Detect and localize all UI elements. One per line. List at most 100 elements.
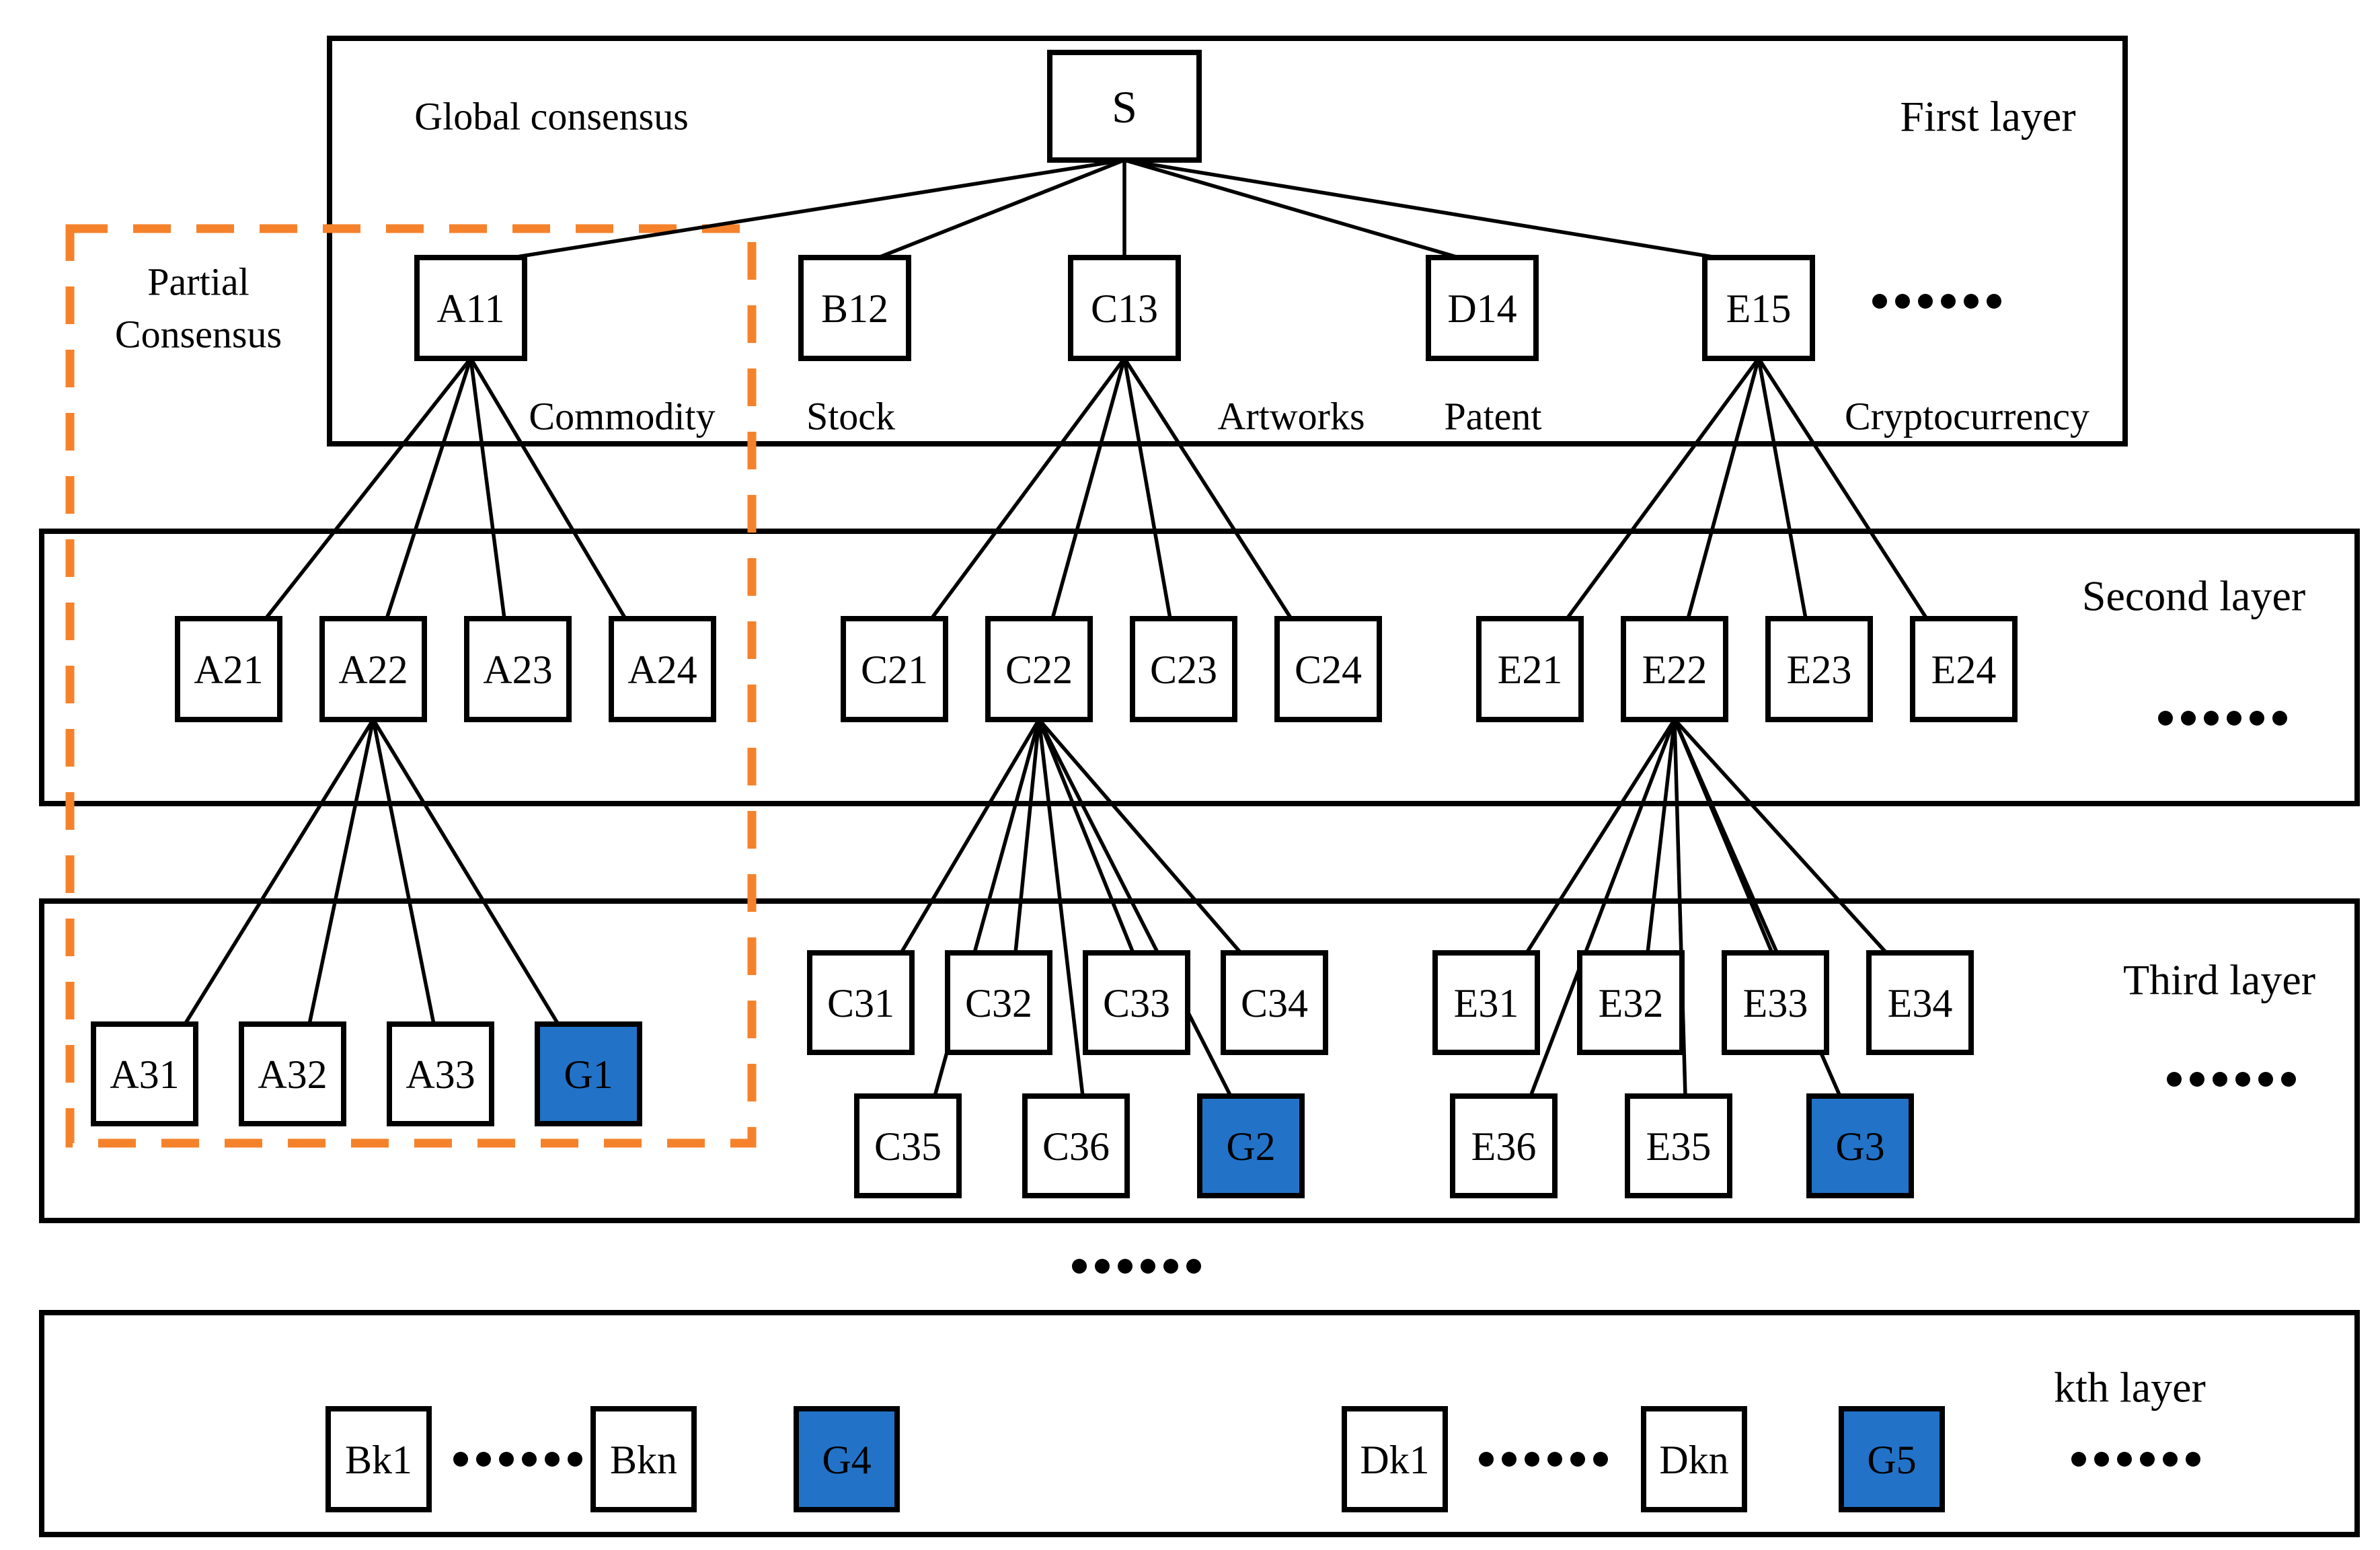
ellipsis-dot bbox=[2258, 1072, 2273, 1087]
node-E34: E34 bbox=[1866, 950, 1974, 1055]
ellipsis-dot bbox=[1570, 1452, 1585, 1467]
node-A33: A33 bbox=[387, 1021, 494, 1126]
node-C22: C22 bbox=[985, 616, 1093, 722]
node-C35: C35 bbox=[854, 1093, 962, 1198]
ellipsis-dot bbox=[2272, 711, 2287, 726]
node-C33: C33 bbox=[1083, 950, 1190, 1055]
ellipsis-dot bbox=[1095, 1259, 1110, 1274]
node-label-C34: C34 bbox=[1241, 981, 1308, 1025]
ellipsis-dot bbox=[1941, 294, 1956, 309]
node-label-E31: E31 bbox=[1454, 981, 1519, 1025]
ellipsis-between-layers-more bbox=[1072, 1259, 1201, 1274]
ellipsis-dot bbox=[1872, 294, 1887, 309]
node-box-E23 bbox=[1765, 616, 1873, 722]
node-label-E21: E21 bbox=[1498, 648, 1563, 692]
ellipsis-dot bbox=[568, 1452, 582, 1467]
node-label-E35: E35 bbox=[1646, 1124, 1712, 1169]
ellipsis-dot bbox=[2227, 711, 2241, 726]
node-C21: C21 bbox=[841, 616, 948, 722]
ellipsis-dot bbox=[499, 1452, 514, 1467]
node-box-C35 bbox=[854, 1093, 962, 1198]
node-label-E23: E23 bbox=[1787, 648, 1852, 692]
node-box-A11 bbox=[414, 255, 527, 361]
node-S: S bbox=[1047, 50, 1202, 163]
node-label-E24: E24 bbox=[1931, 648, 1997, 692]
ellipsis-dot bbox=[2181, 711, 2196, 726]
category-label-stock: Stock bbox=[806, 394, 895, 438]
node-E33: E33 bbox=[1722, 950, 1829, 1055]
layer-label-first: First layer bbox=[1900, 92, 2075, 140]
edge-A22-A31 bbox=[183, 718, 375, 1025]
node-label-A31: A31 bbox=[110, 1052, 179, 1097]
edge-C22-C32 bbox=[1013, 719, 1041, 954]
node-label-E34: E34 bbox=[1888, 981, 1953, 1025]
node-B12: B12 bbox=[798, 255, 911, 361]
node-box-A31 bbox=[91, 1021, 198, 1126]
edge-C22-C34 bbox=[1037, 718, 1243, 954]
edge-A22-A33 bbox=[371, 719, 436, 1025]
node-label-E32: E32 bbox=[1599, 981, 1664, 1025]
node-C34: C34 bbox=[1221, 950, 1328, 1055]
node-box-C36 bbox=[1022, 1093, 1130, 1198]
node-box-E33 bbox=[1722, 950, 1829, 1055]
node-G1: G1 bbox=[535, 1021, 642, 1126]
node-box-G2 bbox=[1197, 1093, 1305, 1198]
node-label-C21: C21 bbox=[861, 648, 928, 692]
ellipsis-dot bbox=[1502, 1452, 1517, 1467]
node-box-Dkn bbox=[1641, 1406, 1747, 1512]
edge-C13-C23 bbox=[1122, 358, 1172, 619]
ellipsis-second-layer bbox=[2158, 711, 2287, 726]
node-C24: C24 bbox=[1274, 616, 1382, 722]
node-E36: E36 bbox=[1450, 1093, 1558, 1198]
ellipsis-dot bbox=[1547, 1452, 1562, 1467]
partial-consensus-label-line1: Partial bbox=[147, 260, 249, 303]
node-label-A23: A23 bbox=[483, 648, 552, 692]
node-label-E33: E33 bbox=[1743, 981, 1808, 1025]
edge-E22-E34 bbox=[1673, 718, 1888, 954]
node-label-C31: C31 bbox=[827, 981, 894, 1025]
node-box-Bkn bbox=[590, 1406, 697, 1512]
node-box-S bbox=[1047, 50, 1202, 163]
node-A24: A24 bbox=[609, 616, 716, 722]
layer-box-kth bbox=[39, 1310, 2360, 1537]
node-label-G3: G3 bbox=[1835, 1124, 1884, 1169]
node-E35: E35 bbox=[1625, 1093, 1732, 1198]
node-box-C31 bbox=[807, 950, 915, 1055]
node-E21: E21 bbox=[1476, 616, 1584, 722]
ellipsis-dot bbox=[522, 1452, 537, 1467]
node-label-A24: A24 bbox=[627, 648, 697, 692]
node-E32: E32 bbox=[1577, 950, 1685, 1055]
edge-A11-A23 bbox=[469, 358, 506, 619]
node-box-C22 bbox=[985, 616, 1093, 722]
node-label-Dkn: Dkn bbox=[1659, 1438, 1728, 1482]
partial-consensus-label-line2: Consensus bbox=[115, 312, 282, 356]
node-label-A32: A32 bbox=[258, 1052, 327, 1097]
node-box-C34 bbox=[1221, 950, 1328, 1055]
layer-label-kth: kth layer bbox=[2054, 1363, 2206, 1411]
ellipsis-dot bbox=[2213, 1072, 2227, 1087]
ellipsis-dot bbox=[2281, 1072, 2296, 1087]
node-box-C33 bbox=[1083, 950, 1190, 1055]
node-label-C22: C22 bbox=[1005, 648, 1073, 692]
ellipsis-dot bbox=[2250, 711, 2264, 726]
ellipsis-dot bbox=[2094, 1452, 2109, 1467]
node-box-A23 bbox=[464, 616, 572, 722]
node-label-A33: A33 bbox=[406, 1052, 475, 1097]
partial-consensus-box bbox=[65, 224, 757, 1148]
node-Bk1: Bk1 bbox=[325, 1406, 432, 1512]
ellipsis-dot bbox=[1593, 1452, 1608, 1467]
ellipsis-dot bbox=[1479, 1452, 1494, 1467]
node-C13: C13 bbox=[1068, 255, 1181, 361]
edge-A22-A32 bbox=[307, 719, 375, 1025]
ellipsis-dot bbox=[476, 1452, 491, 1467]
ellipsis-dk-series-more bbox=[1479, 1452, 1608, 1467]
node-label-C13: C13 bbox=[1091, 286, 1158, 331]
node-label-E36: E36 bbox=[1471, 1124, 1537, 1169]
node-A32: A32 bbox=[239, 1021, 346, 1126]
edge-C22-C36 bbox=[1037, 719, 1085, 1097]
node-box-C21 bbox=[841, 616, 948, 722]
ellipsis-dot bbox=[2071, 1452, 2086, 1467]
ellipsis-dot bbox=[2163, 1452, 2178, 1467]
